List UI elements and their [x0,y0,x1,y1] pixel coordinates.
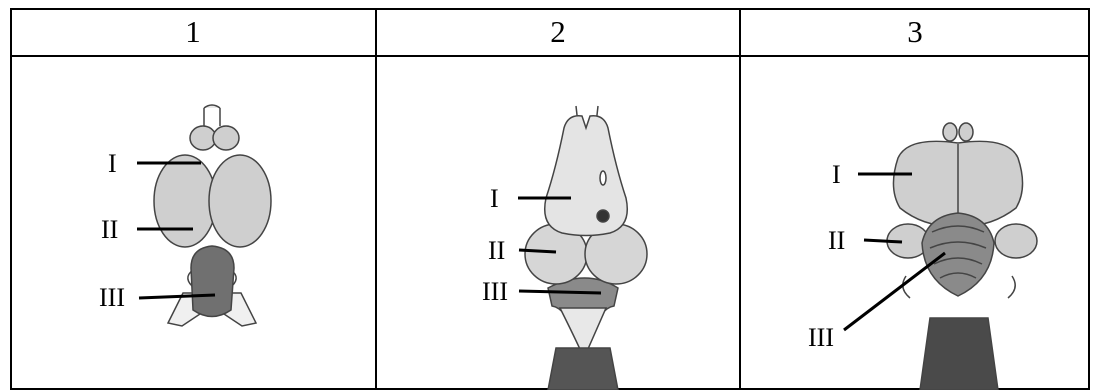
label-1-III: III [99,285,125,311]
label-2-I: I [490,186,499,212]
panel-2: I II III [376,58,740,390]
label-1-II: II [101,217,118,243]
label-3-II: II [828,228,845,254]
panel-3: I II III [740,58,1090,390]
brain-comparison-table: 1 2 3 I II III [10,8,1099,391]
column-header-3: 3 [740,8,1090,55]
label-1-I: I [108,151,117,177]
label-2-II: II [488,238,505,264]
label-3-I: I [832,162,841,188]
column-header-2: 2 [376,8,740,55]
label-2-III: III [482,279,508,305]
column-header-1: 1 [10,8,376,55]
label-3-III: III [808,325,834,351]
brain-drawing-2 [376,58,740,390]
brain-drawing-1 [10,58,376,390]
panel-1: I II III [10,58,376,390]
brain-drawing-3 [740,58,1090,390]
